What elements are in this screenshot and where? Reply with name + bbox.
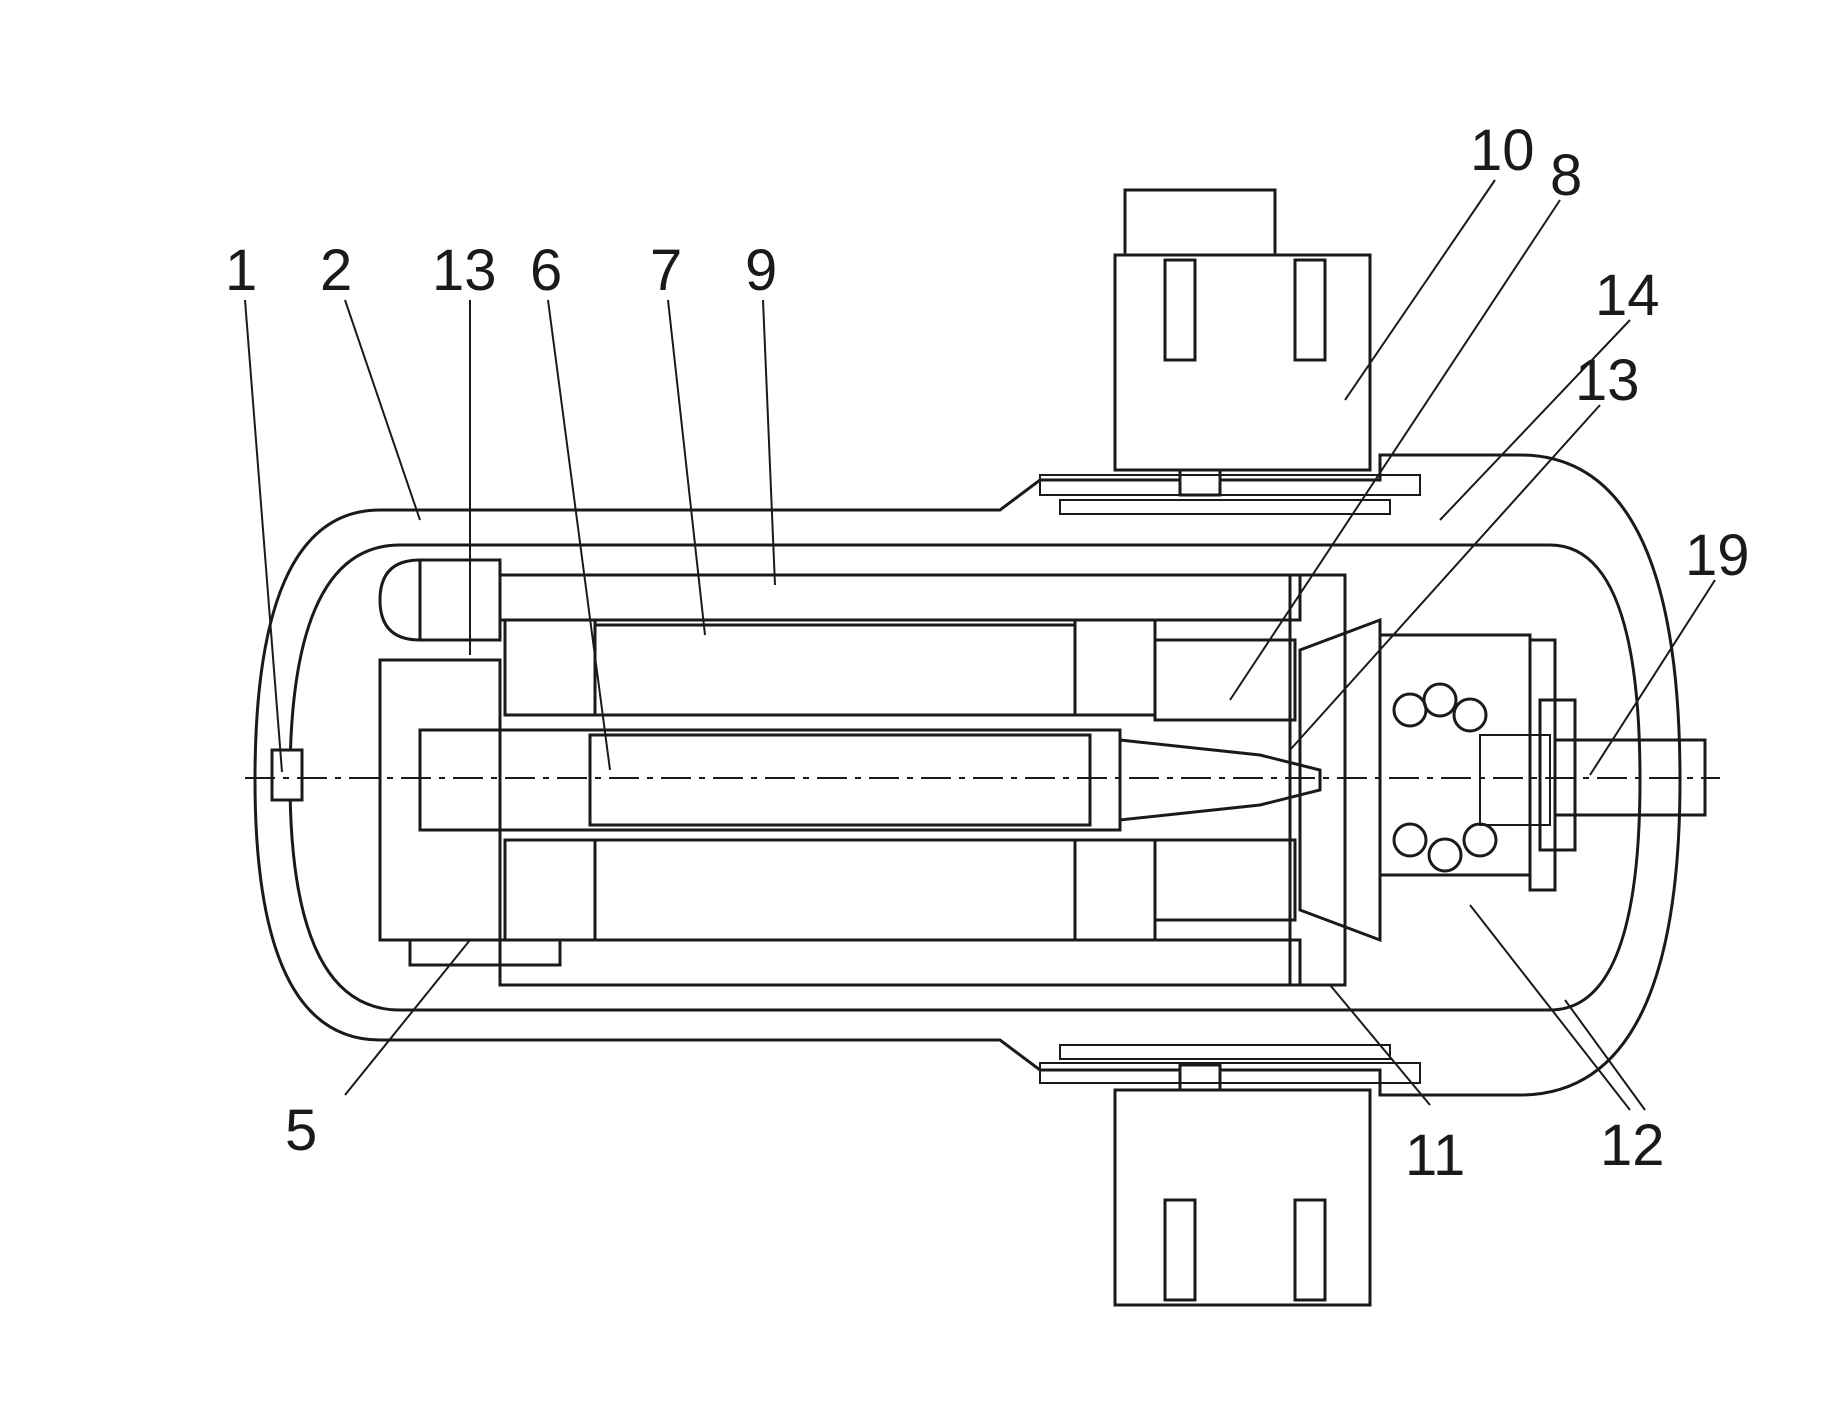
label-1: 1 [225,238,257,303]
inlet-port [272,750,302,800]
label-19: 19 [1685,523,1750,588]
label-14: 14 [1595,263,1660,328]
label-13-left: 13 [432,238,497,303]
label-7: 7 [650,238,682,303]
label-10: 10 [1470,118,1535,183]
label-2: 2 [320,238,352,303]
label-8: 8 [1550,143,1582,208]
label-5: 5 [285,1098,317,1163]
label-6: 6 [530,238,562,303]
label-12: 12 [1600,1113,1665,1178]
right-chamber [1380,635,1555,890]
label-11: 11 [1405,1123,1465,1188]
label-13-right: 13 [1575,348,1640,413]
label-9: 9 [745,238,777,303]
